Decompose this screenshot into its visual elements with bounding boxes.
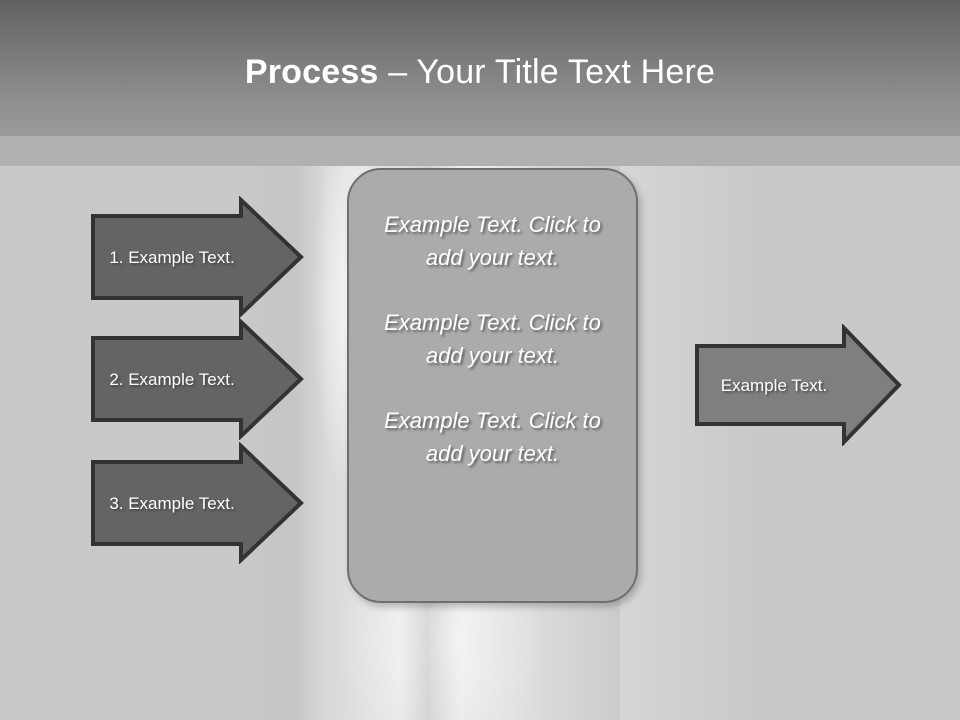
process-step-arrow-1-label: 1. Example Text. [109, 247, 235, 267]
process-step-arrow-1[interactable]: 1. Example Text. [90, 196, 304, 318]
page-title-light: – Your Title Text Here [378, 53, 716, 91]
process-detail-paragraph-1: Example Text. Click to add your text. [384, 212, 601, 270]
process-step-arrow-2[interactable]: 2. Example Text. [90, 318, 304, 440]
arrow-right-shape-icon [695, 324, 902, 446]
arrow-right-shape-icon [91, 196, 304, 318]
process-detail-paragraph-3: Example Text. Click to add your text. [384, 408, 601, 466]
slide-header: Process – Your Title Text Here [0, 0, 960, 136]
process-outcome-arrow[interactable]: Example Text. [694, 324, 902, 446]
process-detail-box[interactable]: Example Text. Click to add your text. Ex… [347, 168, 638, 603]
process-detail-paragraph-2: Example Text. Click to add your text. [384, 310, 601, 368]
process-outcome-arrow-label: Example Text. [720, 375, 828, 395]
arrow-right-shape-icon [91, 442, 304, 564]
header-accent-band [0, 136, 960, 166]
arrow-right-shape-icon [91, 318, 304, 440]
page-title-strong: Process [244, 53, 379, 91]
process-step-arrow-3-label: 3. Example Text. [109, 493, 235, 513]
process-step-arrow-2-label: 2. Example Text. [109, 369, 235, 389]
process-step-arrow-3[interactable]: 3. Example Text. [90, 442, 304, 564]
page-title: Process – Your Title Text Here [0, 52, 960, 92]
